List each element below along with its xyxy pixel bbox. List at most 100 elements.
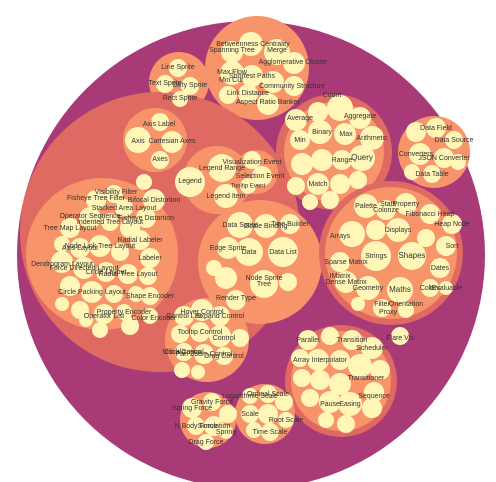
leaf-node[interactable] [349,171,367,189]
leaf-node[interactable] [291,349,309,367]
leaf-node[interactable] [395,193,417,215]
leaf-node[interactable] [226,290,246,310]
leaf-node[interactable] [308,120,332,144]
leaf-node[interactable] [208,154,236,182]
leaf-node[interactable] [338,392,362,416]
leaf-node[interactable] [219,86,237,104]
leaf-node[interactable] [175,343,193,361]
leaf-node[interactable] [231,329,249,347]
leaf-node[interactable] [285,109,307,131]
leaf-node[interactable] [191,365,205,379]
leaf-node[interactable] [293,369,311,387]
leaf-node[interactable] [311,149,333,171]
leaf-node[interactable] [348,354,372,378]
leaf-node[interactable] [275,393,293,411]
leaf-node[interactable] [130,230,150,250]
leaf-node[interactable] [339,221,365,247]
leaf-node[interactable] [291,153,313,175]
leaf-node[interactable] [182,398,202,418]
leaf-node[interactable] [70,238,90,258]
leaf-node[interactable] [191,299,213,321]
leaf-node[interactable] [332,150,352,170]
leaf-node[interactable] [143,189,165,211]
leaf-node[interactable] [156,75,174,93]
leaf-node[interactable] [404,164,420,180]
leaf-node[interactable] [181,77,199,95]
leaf-node[interactable] [450,154,466,170]
leaf-node[interactable] [203,393,221,411]
leaf-node[interactable] [214,184,238,208]
leaf-node[interactable] [268,237,298,267]
leaf-node[interactable] [175,167,205,197]
leaf-node[interactable] [79,313,93,327]
leaf-node[interactable] [141,287,159,305]
leaf-node[interactable] [172,91,188,107]
leaf-node[interactable] [252,166,272,186]
leaf-node[interactable] [198,434,214,450]
leaf-node[interactable] [174,306,194,326]
leaf-node[interactable] [194,344,214,364]
leaf-node[interactable] [279,273,297,291]
leaf-node[interactable] [241,65,263,87]
leaf-node[interactable] [430,258,450,278]
leaf-node[interactable] [227,212,253,238]
leaf-node[interactable] [257,93,279,115]
leaf-node[interactable] [349,145,375,171]
leaf-node[interactable] [310,370,330,390]
leaf-node[interactable] [174,362,190,378]
leaf-node[interactable] [321,327,339,345]
leaf-node[interactable] [360,126,384,150]
leaf-node[interactable] [142,308,158,324]
leaf-node[interactable] [307,349,329,371]
leaf-node[interactable] [60,218,80,238]
leaf-node[interactable] [220,61,244,85]
leaf-node[interactable] [89,235,111,257]
leaf-node[interactable] [373,299,391,317]
leaf-node[interactable] [290,130,310,150]
leaf-node[interactable] [330,350,350,370]
leaf-node[interactable] [73,257,95,279]
leaf-node[interactable] [287,177,305,195]
leaf-node[interactable] [436,236,456,256]
leaf-node[interactable] [101,213,119,231]
leaf-node[interactable] [302,194,318,210]
leaf-node[interactable] [136,208,156,228]
leaf-node[interactable] [442,214,462,234]
leaf-node[interactable] [206,260,222,276]
leaf-node[interactable] [301,389,319,407]
leaf-node[interactable] [391,327,409,345]
leaf-node[interactable] [406,122,426,142]
leaf-node[interactable] [238,84,258,104]
leaf-node[interactable] [420,204,440,224]
leaf-node[interactable] [351,297,365,311]
leaf-node[interactable] [128,286,144,302]
leaf-node[interactable] [356,276,380,300]
leaf-node[interactable] [86,190,106,210]
leaf-node[interactable] [169,59,187,77]
leaf-node[interactable] [151,113,169,131]
leaf-node[interactable] [283,52,305,74]
leaf-node[interactable] [335,271,357,293]
leaf-node[interactable] [210,306,230,326]
leaf-node[interactable] [264,39,290,65]
leaf-node[interactable] [259,385,277,403]
leaf-node[interactable] [258,404,278,424]
leaf-node[interactable] [398,242,426,270]
leaf-node[interactable] [319,391,341,413]
leaf-node[interactable] [219,405,237,423]
leaf-node[interactable] [334,123,356,145]
leaf-node[interactable] [280,214,300,234]
leaf-node[interactable] [250,270,278,298]
leaf-node[interactable] [161,131,183,153]
leaf-node[interactable] [337,415,355,433]
leaf-node[interactable] [115,199,133,217]
leaf-node[interactable] [434,148,454,168]
leaf-node[interactable] [366,220,386,240]
leaf-node[interactable] [187,417,205,435]
leaf-node[interactable] [329,373,351,395]
leaf-node[interactable] [318,412,334,428]
leaf-node[interactable] [217,237,239,259]
leaf-node[interactable] [330,252,350,272]
leaf-node[interactable] [445,131,463,149]
leaf-node[interactable] [136,174,152,190]
